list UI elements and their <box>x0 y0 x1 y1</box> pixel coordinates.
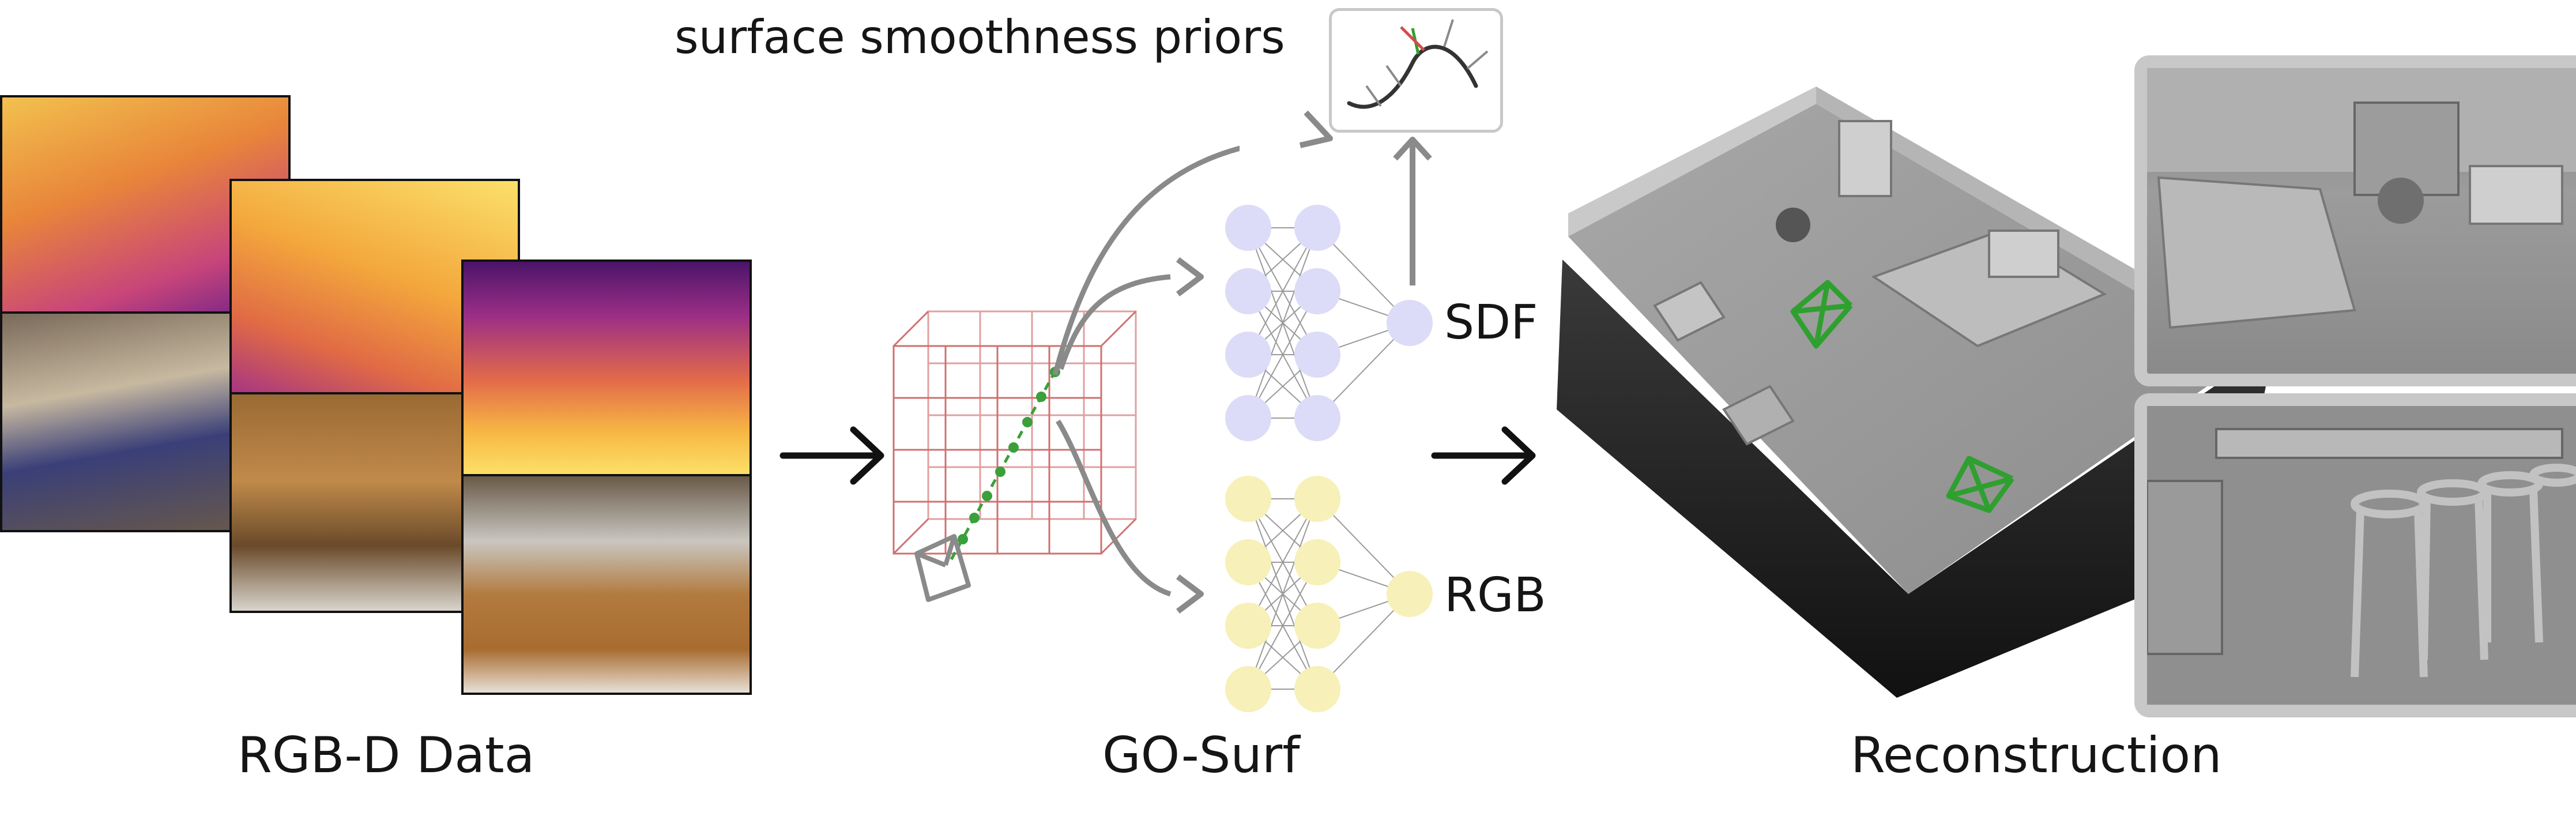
camera-frustum-icon <box>914 534 971 602</box>
arrow-right-icon <box>779 426 884 485</box>
sdf-mlp <box>1225 205 1433 441</box>
reconstruction-caption: Reconstruction <box>1851 727 2222 784</box>
arrowhead-icon <box>1176 257 1204 296</box>
rgb-mlp <box>1225 476 1433 712</box>
rgb-image-3 <box>461 474 752 695</box>
render-closeup-2 <box>2134 393 2576 717</box>
render-closeup-2-content <box>2146 406 2576 705</box>
rgbd-caption: RGB-D Data <box>238 727 535 784</box>
depth-map-3 <box>461 260 752 479</box>
render-closeup-1-content <box>2147 68 2576 329</box>
arrowhead-icon <box>1176 574 1204 614</box>
arrow-right-icon <box>1431 426 1536 485</box>
priors-label: surface smoothness priors <box>675 10 1285 64</box>
normal-curve-icon <box>1347 19 1489 109</box>
render-closeup-1 <box>2134 55 2576 386</box>
up-arrow-icon <box>1393 137 1432 285</box>
sdf-label: SDF <box>1444 295 1538 350</box>
priors-inset <box>1329 8 1503 133</box>
arrowhead-icon <box>1299 110 1333 148</box>
rgb-label: RGB <box>1444 568 1546 623</box>
feature-grid <box>892 145 1240 602</box>
gosurf-caption: GO-Surf <box>1102 727 1300 784</box>
